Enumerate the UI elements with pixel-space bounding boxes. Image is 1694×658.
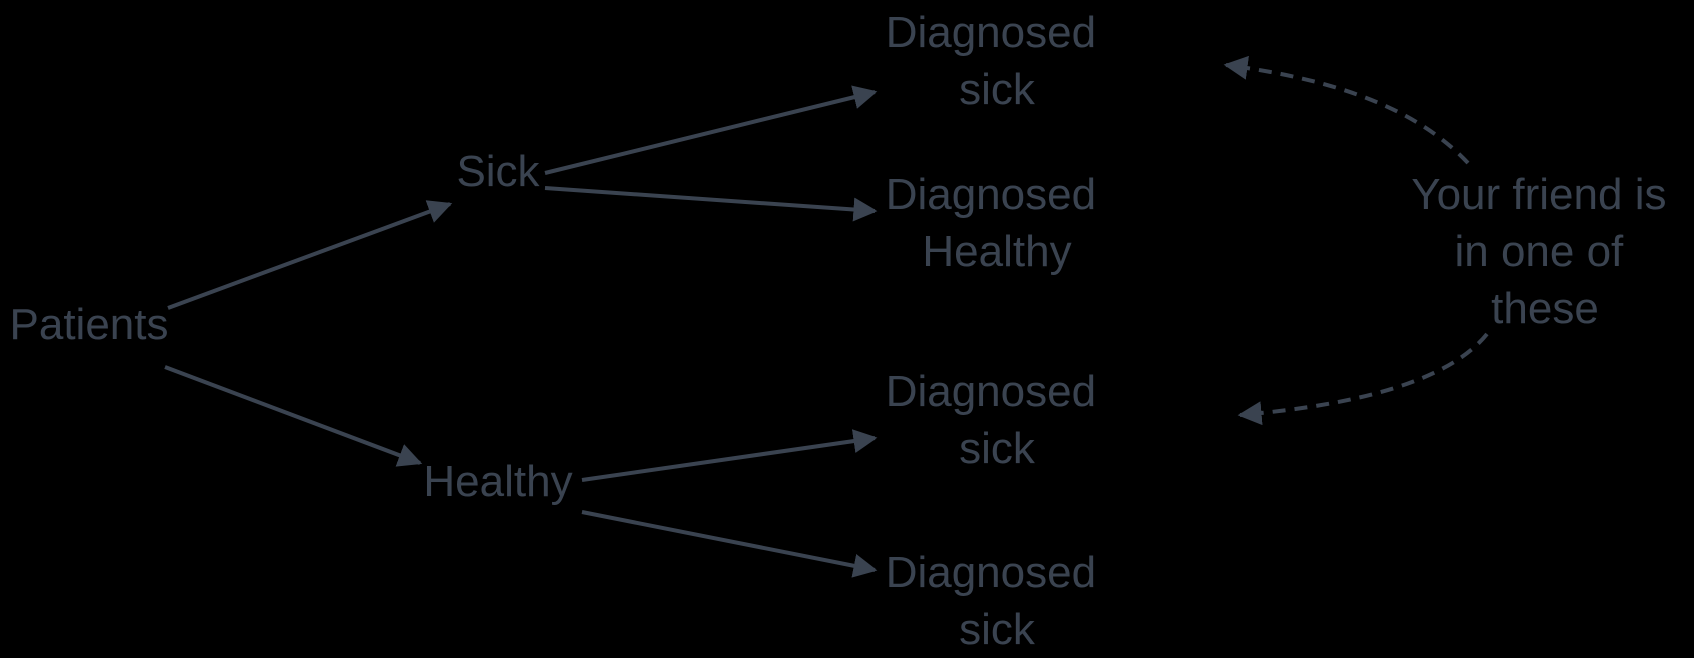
node-outcome-2: Diagnosed Healthy [886, 170, 1109, 276]
node-outcome-1: Diagnosed sick [886, 8, 1109, 114]
node-healthy: Healthy [423, 457, 572, 506]
edge-sick-to-diagnosed-healthy [544, 186, 878, 222]
edge-healthy-to-diagnosed-sick-2 [581, 510, 878, 578]
edge-sick-to-diagnosed-sick [544, 85, 878, 175]
node-patients: Patients [10, 300, 169, 349]
tree-edges [164, 85, 878, 578]
dashed-arrow-to-top-outcome [1223, 55, 1470, 165]
node-outcome-3: Diagnosed sick [886, 367, 1109, 473]
annotation-text: Your friend is in one of these [1411, 170, 1678, 333]
edge-patients-to-sick [167, 200, 453, 310]
tree-nodes: Patients Sick Healthy Diagnosed sick Dia… [10, 8, 1678, 654]
edge-patients-to-healthy [164, 365, 423, 467]
edge-healthy-to-diagnosed-sick [581, 429, 878, 482]
dashed-arrow-to-middle-outcome [1237, 332, 1489, 426]
node-outcome-4: Diagnosed sick [886, 548, 1109, 654]
annotation-arrows [1223, 55, 1489, 426]
node-sick: Sick [456, 147, 540, 196]
